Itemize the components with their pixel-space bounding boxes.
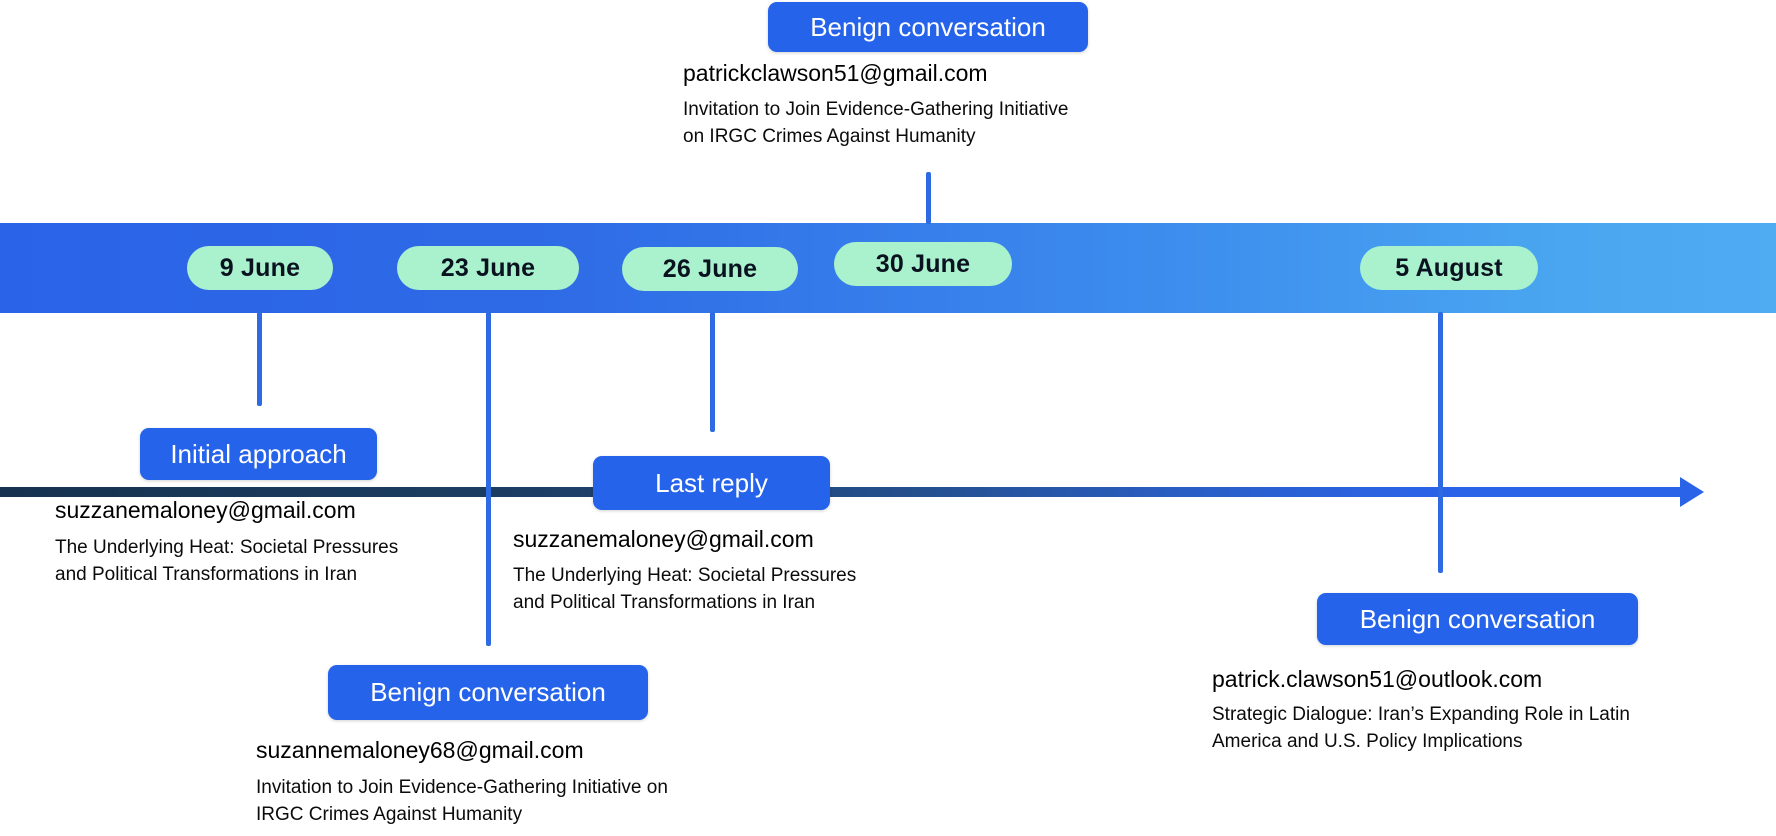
date-pill-9-june: 9 June <box>187 246 333 290</box>
event-subject-30-june: Invitation to Join Evidence-Gathering In… <box>683 96 1069 150</box>
event-subject-5-august: Strategic Dialogue: Iran’s Expanding Rol… <box>1212 701 1630 755</box>
event-label-pill-9-june: Initial approach <box>140 428 377 480</box>
subject-line: Invitation to Join Evidence-Gathering In… <box>256 777 668 798</box>
connector-5-august <box>1438 312 1443 573</box>
timeline-arrow-icon <box>1680 477 1704 507</box>
subject-line: Invitation to Join Evidence-Gathering In… <box>683 99 1069 120</box>
connector-30-june <box>926 172 931 224</box>
event-label-pill-30-june: Benign conversation <box>768 2 1088 52</box>
subject-line: Strategic Dialogue: Iran’s Expanding Rol… <box>1212 704 1630 725</box>
event-label-pill-26-june: Last reply <box>593 456 830 510</box>
event-label-pill-5-august: Benign conversation <box>1317 593 1638 645</box>
subject-line: IRGC Crimes Against Humanity <box>256 804 523 825</box>
connector-23-june <box>486 312 491 646</box>
event-email-30-june: patrickclawson51@gmail.com <box>683 60 988 86</box>
subject-line: The Underlying Heat: Societal Pressures <box>55 537 399 558</box>
connector-26-june <box>710 312 715 432</box>
subject-line: on IRGC Crimes Against Humanity <box>683 126 976 147</box>
event-email-23-june: suzannemaloney68@gmail.com <box>256 737 584 763</box>
date-pill-5-august: 5 August <box>1360 246 1538 290</box>
date-pill-23-june: 23 June <box>397 246 579 290</box>
subject-line: America and U.S. Policy Implications <box>1212 731 1523 752</box>
event-email-5-august: patrick.clawson51@outlook.com <box>1212 666 1543 692</box>
event-email-26-june: suzzanemaloney@gmail.com <box>513 526 814 552</box>
event-label-pill-23-june: Benign conversation <box>328 665 648 720</box>
date-pill-30-june: 30 June <box>834 242 1012 286</box>
event-subject-23-june: Invitation to Join Evidence-Gathering In… <box>256 774 668 828</box>
timeline-axis-line <box>0 487 1682 497</box>
subject-line: and Political Transformations in Iran <box>55 564 358 585</box>
event-email-9-june: suzzanemaloney@gmail.com <box>55 497 356 523</box>
subject-line: The Underlying Heat: Societal Pressures <box>513 565 857 586</box>
event-subject-9-june: The Underlying Heat: Societal Pressures … <box>55 534 398 588</box>
event-subject-26-june: The Underlying Heat: Societal Pressures … <box>513 562 856 616</box>
date-pill-26-june: 26 June <box>622 247 798 291</box>
subject-line: and Political Transformations in Iran <box>513 592 816 613</box>
connector-9-june <box>257 312 262 406</box>
